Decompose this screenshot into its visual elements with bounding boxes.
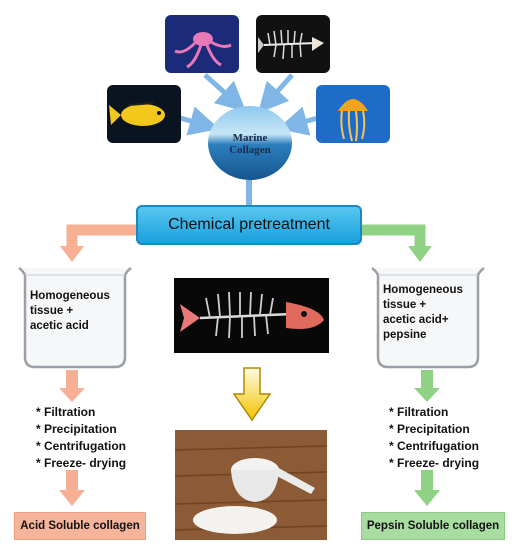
right-step-3: * Centrifugation [389, 439, 479, 453]
left-beaker-text: Homogeneous tissue + acetic acid [30, 290, 110, 332]
collagen-powder-photo [175, 430, 327, 540]
right-beaker-text: Homogeneous tissue + acetic acid+ pepsin… [383, 284, 463, 341]
right-step-2: * Precipitation [389, 422, 470, 436]
left-step-1: * Filtration [36, 405, 96, 419]
marine-collagen-label: Marine Collagen [210, 132, 290, 156]
octopus-photo [165, 15, 239, 73]
right-beaker [371, 267, 485, 369]
left-step-4: * Freeze- drying [36, 456, 127, 470]
chemical-pretreatment-box: Chemical pretreatment [136, 205, 362, 245]
marine-label-line1: Marine [232, 132, 268, 144]
right-steps: * Filtration * Precipitation * Centrifug… [389, 404, 479, 472]
marine-label-line2: Collagen [229, 144, 271, 156]
acid-soluble-collagen-box: Acid Soluble collagen [14, 512, 146, 540]
pepsin-soluble-collagen-box: Pepsin Soluble collagen [361, 512, 505, 540]
jellyfish-photo [316, 85, 390, 143]
left-steps: * Filtration * Precipitation * Centrifug… [36, 404, 126, 472]
right-step-4: * Freeze- drying [389, 456, 480, 470]
right-step-1: * Filtration [389, 405, 449, 419]
left-beaker [18, 267, 132, 369]
yellow-fish-photo [107, 85, 181, 143]
left-step-2: * Precipitation [36, 422, 117, 436]
ocean-globe [208, 106, 292, 180]
left-step-3: * Centrifugation [36, 439, 126, 453]
down-arrow-icon [232, 367, 272, 422]
fish-skeleton-photo-center [174, 278, 329, 353]
fish-skeleton-photo [256, 15, 330, 73]
